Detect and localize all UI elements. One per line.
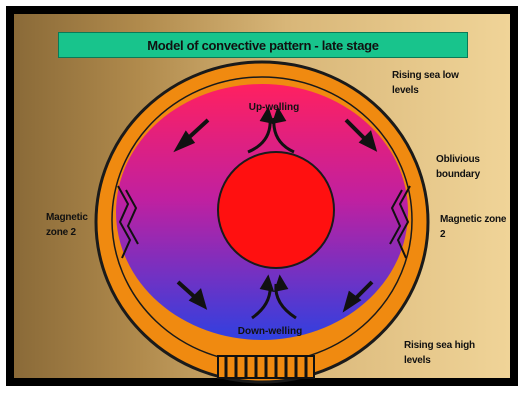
label-rising-sea-low: Rising sea low levels (392, 68, 478, 98)
label-magnetic-zone-left: Magnetic zone 2 (46, 210, 106, 240)
label-magnetic-zone-right: Magnetic zone 2 (440, 212, 508, 242)
downwelling-label: Down-welling (238, 326, 302, 337)
core (218, 152, 334, 268)
label-oblivious-boundary: Oblivious boundary (436, 152, 510, 182)
trench-hatch-icon (218, 356, 314, 378)
label-rising-sea-high: Rising sea high levels (404, 338, 490, 368)
upwelling-label: Up-welling (249, 102, 300, 113)
